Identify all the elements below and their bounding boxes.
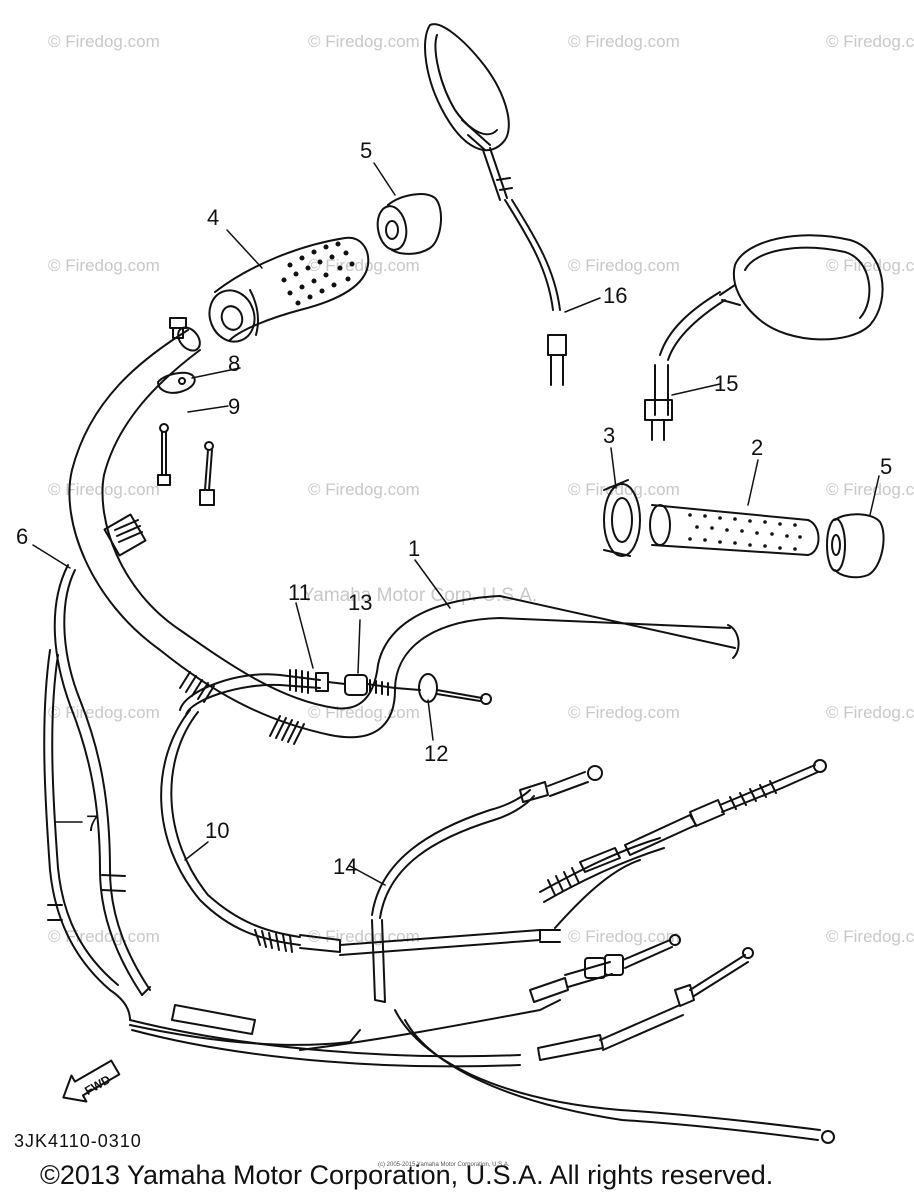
grip-end-top	[376, 193, 442, 255]
callout-2: 2	[751, 435, 764, 460]
watermark: © Firedog.com	[826, 32, 914, 51]
callout-1: 1	[408, 536, 421, 561]
watermark: © Firedog.com	[48, 703, 160, 722]
watermark: © Firedog.com	[826, 927, 914, 946]
handlebar	[68, 326, 740, 745]
tiny-notice: (c) 2005-2015 Yamaha Motor Corporation, …	[378, 1162, 510, 1168]
callout-11: 11	[288, 580, 311, 605]
watermark: © Firedog.com	[826, 480, 914, 499]
callout-9: 9	[228, 394, 241, 419]
callout-3: 3	[603, 423, 616, 448]
callout-8: 8	[228, 351, 241, 376]
watermark-owner: Yamaha Motor Corp. U.S.A.	[302, 585, 538, 606]
callout-12: 12	[424, 741, 449, 766]
watermark: © Firedog.com	[48, 256, 160, 275]
watermark: © Firedog.com	[826, 256, 914, 275]
watermark: © Firedog.com	[826, 703, 914, 722]
part-code: 3JK4110-0310	[14, 1131, 142, 1151]
callout-13: 13	[348, 590, 373, 615]
cable-10	[160, 709, 641, 956]
callout-4: 4	[207, 205, 220, 230]
cable-14	[371, 759, 827, 1003]
callout-14: 14	[333, 854, 358, 879]
watermark: © Firedog.com	[308, 32, 420, 51]
callout-5-right: 5	[880, 454, 893, 479]
callout-16: 16	[603, 283, 628, 308]
callout-10: 10	[205, 818, 230, 843]
watermark: © Firedog.com	[48, 32, 160, 51]
mirror-right	[644, 234, 884, 441]
copyright-footer: ©2013 Yamaha Motor Corporation, U.S.A. A…	[40, 1160, 774, 1190]
right-grip-group	[603, 479, 885, 579]
mirror-left	[424, 23, 567, 386]
callout-15: 15	[714, 371, 739, 396]
cable-6-7	[43, 564, 835, 1144]
watermark: © Firedog.com	[568, 480, 680, 499]
watermark: © Firedog.com	[568, 256, 680, 275]
left-grip	[208, 236, 370, 343]
watermark: © Firedog.com	[568, 32, 680, 51]
watermark: © Firedog.com	[568, 703, 680, 722]
watermark: © Firedog.com	[48, 480, 160, 499]
callout-6: 6	[16, 524, 29, 549]
callout-5-top: 5	[360, 138, 373, 163]
callout-7: 7	[86, 811, 99, 836]
bracket-and-screw	[157, 317, 215, 506]
watermark: © Firedog.com	[308, 480, 420, 499]
watermark: © Firedog.com	[568, 927, 680, 946]
fwd-arrow	[62, 1059, 121, 1103]
watermark: © Firedog.com	[308, 256, 420, 275]
